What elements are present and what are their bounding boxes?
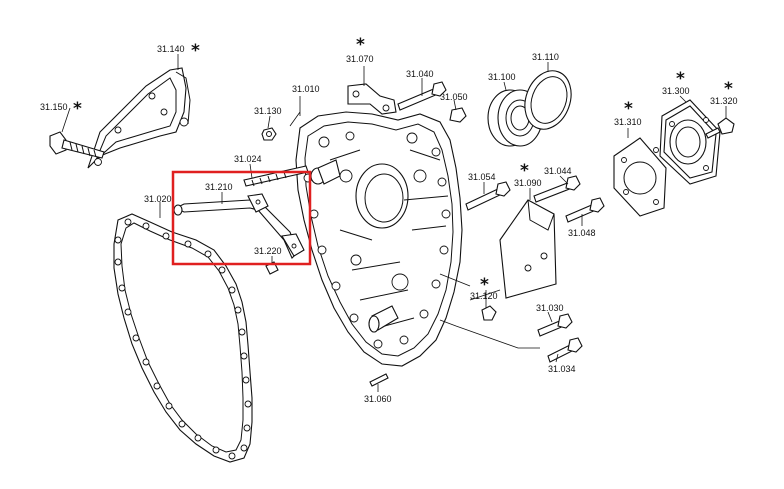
label-31140[interactable]: 31.140 bbox=[157, 44, 185, 54]
gasket-bolt-hole bbox=[242, 376, 250, 384]
gasket-bolt-hole bbox=[228, 452, 236, 460]
bracket-31140[interactable] bbox=[87, 67, 191, 169]
star-31070: * bbox=[356, 35, 365, 55]
label-31310[interactable]: 31.310 bbox=[614, 117, 642, 127]
bolt-31030[interactable] bbox=[537, 313, 573, 337]
label-31048[interactable]: 31.048 bbox=[568, 228, 596, 238]
label-31130[interactable]: 31.130 bbox=[254, 106, 282, 116]
bolt-31054[interactable] bbox=[465, 181, 511, 211]
gasket-bolt-hole bbox=[228, 286, 236, 294]
label-31010[interactable]: 31.010 bbox=[292, 84, 320, 94]
label-31054[interactable]: 31.054 bbox=[468, 172, 496, 182]
label-31320[interactable]: 31.320 bbox=[710, 96, 738, 106]
bolt-31044[interactable] bbox=[533, 175, 581, 203]
star-31310: * bbox=[624, 99, 633, 119]
gasket-bolt-hole bbox=[165, 402, 173, 410]
gasket-31310[interactable] bbox=[613, 137, 667, 217]
bracket-31070[interactable] bbox=[347, 83, 397, 115]
gasket-bolt-hole bbox=[114, 236, 122, 244]
bolt-31150[interactable] bbox=[49, 131, 105, 159]
nut-31120[interactable] bbox=[481, 305, 497, 321]
label-31024[interactable]: 31.024 bbox=[234, 154, 262, 164]
label-31300[interactable]: 31.300 bbox=[662, 86, 690, 96]
gasket-bolt-hole bbox=[194, 434, 202, 442]
label-31120[interactable]: 31.120 bbox=[470, 291, 498, 301]
star-31120: * bbox=[480, 275, 489, 295]
gasket-bolt-hole bbox=[238, 328, 246, 336]
pipe-31210[interactable] bbox=[173, 193, 305, 259]
housing-31010[interactable] bbox=[295, 111, 463, 367]
gasket-bolt-hole bbox=[204, 250, 212, 258]
gasket-bolt-hole bbox=[212, 446, 220, 454]
gasket-bolt-hole bbox=[114, 258, 122, 266]
cover-31300[interactable] bbox=[659, 99, 721, 185]
star-31150: * bbox=[73, 99, 82, 119]
label-31020[interactable]: 31.020 bbox=[144, 194, 172, 204]
gasket-bolt-hole bbox=[132, 334, 140, 342]
bolt-31040[interactable] bbox=[397, 81, 447, 111]
label-31100[interactable]: 31.100 bbox=[488, 72, 516, 82]
label-31090[interactable]: 31.090 bbox=[514, 178, 542, 188]
bolt-31048[interactable] bbox=[565, 197, 605, 223]
seal-ring-31110[interactable] bbox=[517, 64, 579, 135]
part-labels: 31.140 * 31.150 * 31.070 * 31.040 31.010… bbox=[40, 35, 738, 404]
star-31300: * bbox=[676, 69, 685, 89]
label-31220[interactable]: 31.220 bbox=[254, 246, 282, 256]
nut-31130[interactable] bbox=[261, 127, 277, 141]
gasket-bolt-hole bbox=[184, 240, 192, 248]
gasket-bolt-hole bbox=[142, 358, 150, 366]
gasket-bolt-hole bbox=[118, 284, 126, 292]
label-31050[interactable]: 31.050 bbox=[440, 92, 468, 102]
bolt-31320[interactable] bbox=[705, 117, 735, 139]
gasket-bolt-hole bbox=[124, 308, 132, 316]
highlight-box bbox=[171, 170, 312, 266]
star-31090: * bbox=[520, 161, 529, 181]
gasket-bolt-hole bbox=[218, 266, 226, 274]
label-31210[interactable]: 31.210 bbox=[205, 182, 233, 192]
label-31030[interactable]: 31.030 bbox=[536, 303, 564, 313]
gasket-bolt-hole bbox=[244, 400, 252, 408]
gasket-bolt-hole bbox=[124, 218, 132, 226]
label-31044[interactable]: 31.044 bbox=[544, 166, 572, 176]
label-31150[interactable]: 31.150 bbox=[40, 102, 68, 112]
gasket-bolt-hole bbox=[240, 352, 248, 360]
star-31320: * bbox=[724, 79, 733, 99]
gasket-bolt-hole bbox=[240, 444, 248, 452]
gasket-bolt-hole bbox=[234, 306, 242, 314]
nut-31050[interactable] bbox=[449, 107, 467, 123]
dowel-31060[interactable] bbox=[369, 373, 389, 387]
gasket-bolt-hole bbox=[142, 222, 150, 230]
gasket-31020[interactable] bbox=[113, 213, 253, 463]
label-31040[interactable]: 31.040 bbox=[406, 69, 434, 79]
star-31140: * bbox=[191, 41, 200, 61]
gasket-bolt-hole bbox=[243, 424, 251, 432]
gasket-bolt-hole bbox=[153, 382, 161, 390]
label-31060[interactable]: 31.060 bbox=[364, 394, 392, 404]
shield-31090[interactable] bbox=[499, 199, 557, 299]
label-31034[interactable]: 31.034 bbox=[548, 364, 576, 374]
gasket-bolt-hole bbox=[178, 420, 186, 428]
label-31070[interactable]: 31.070 bbox=[346, 54, 374, 64]
gasket-bolt-hole bbox=[162, 232, 170, 240]
bolt-31034[interactable] bbox=[547, 337, 583, 363]
label-31110[interactable]: 31.110 bbox=[532, 52, 559, 62]
